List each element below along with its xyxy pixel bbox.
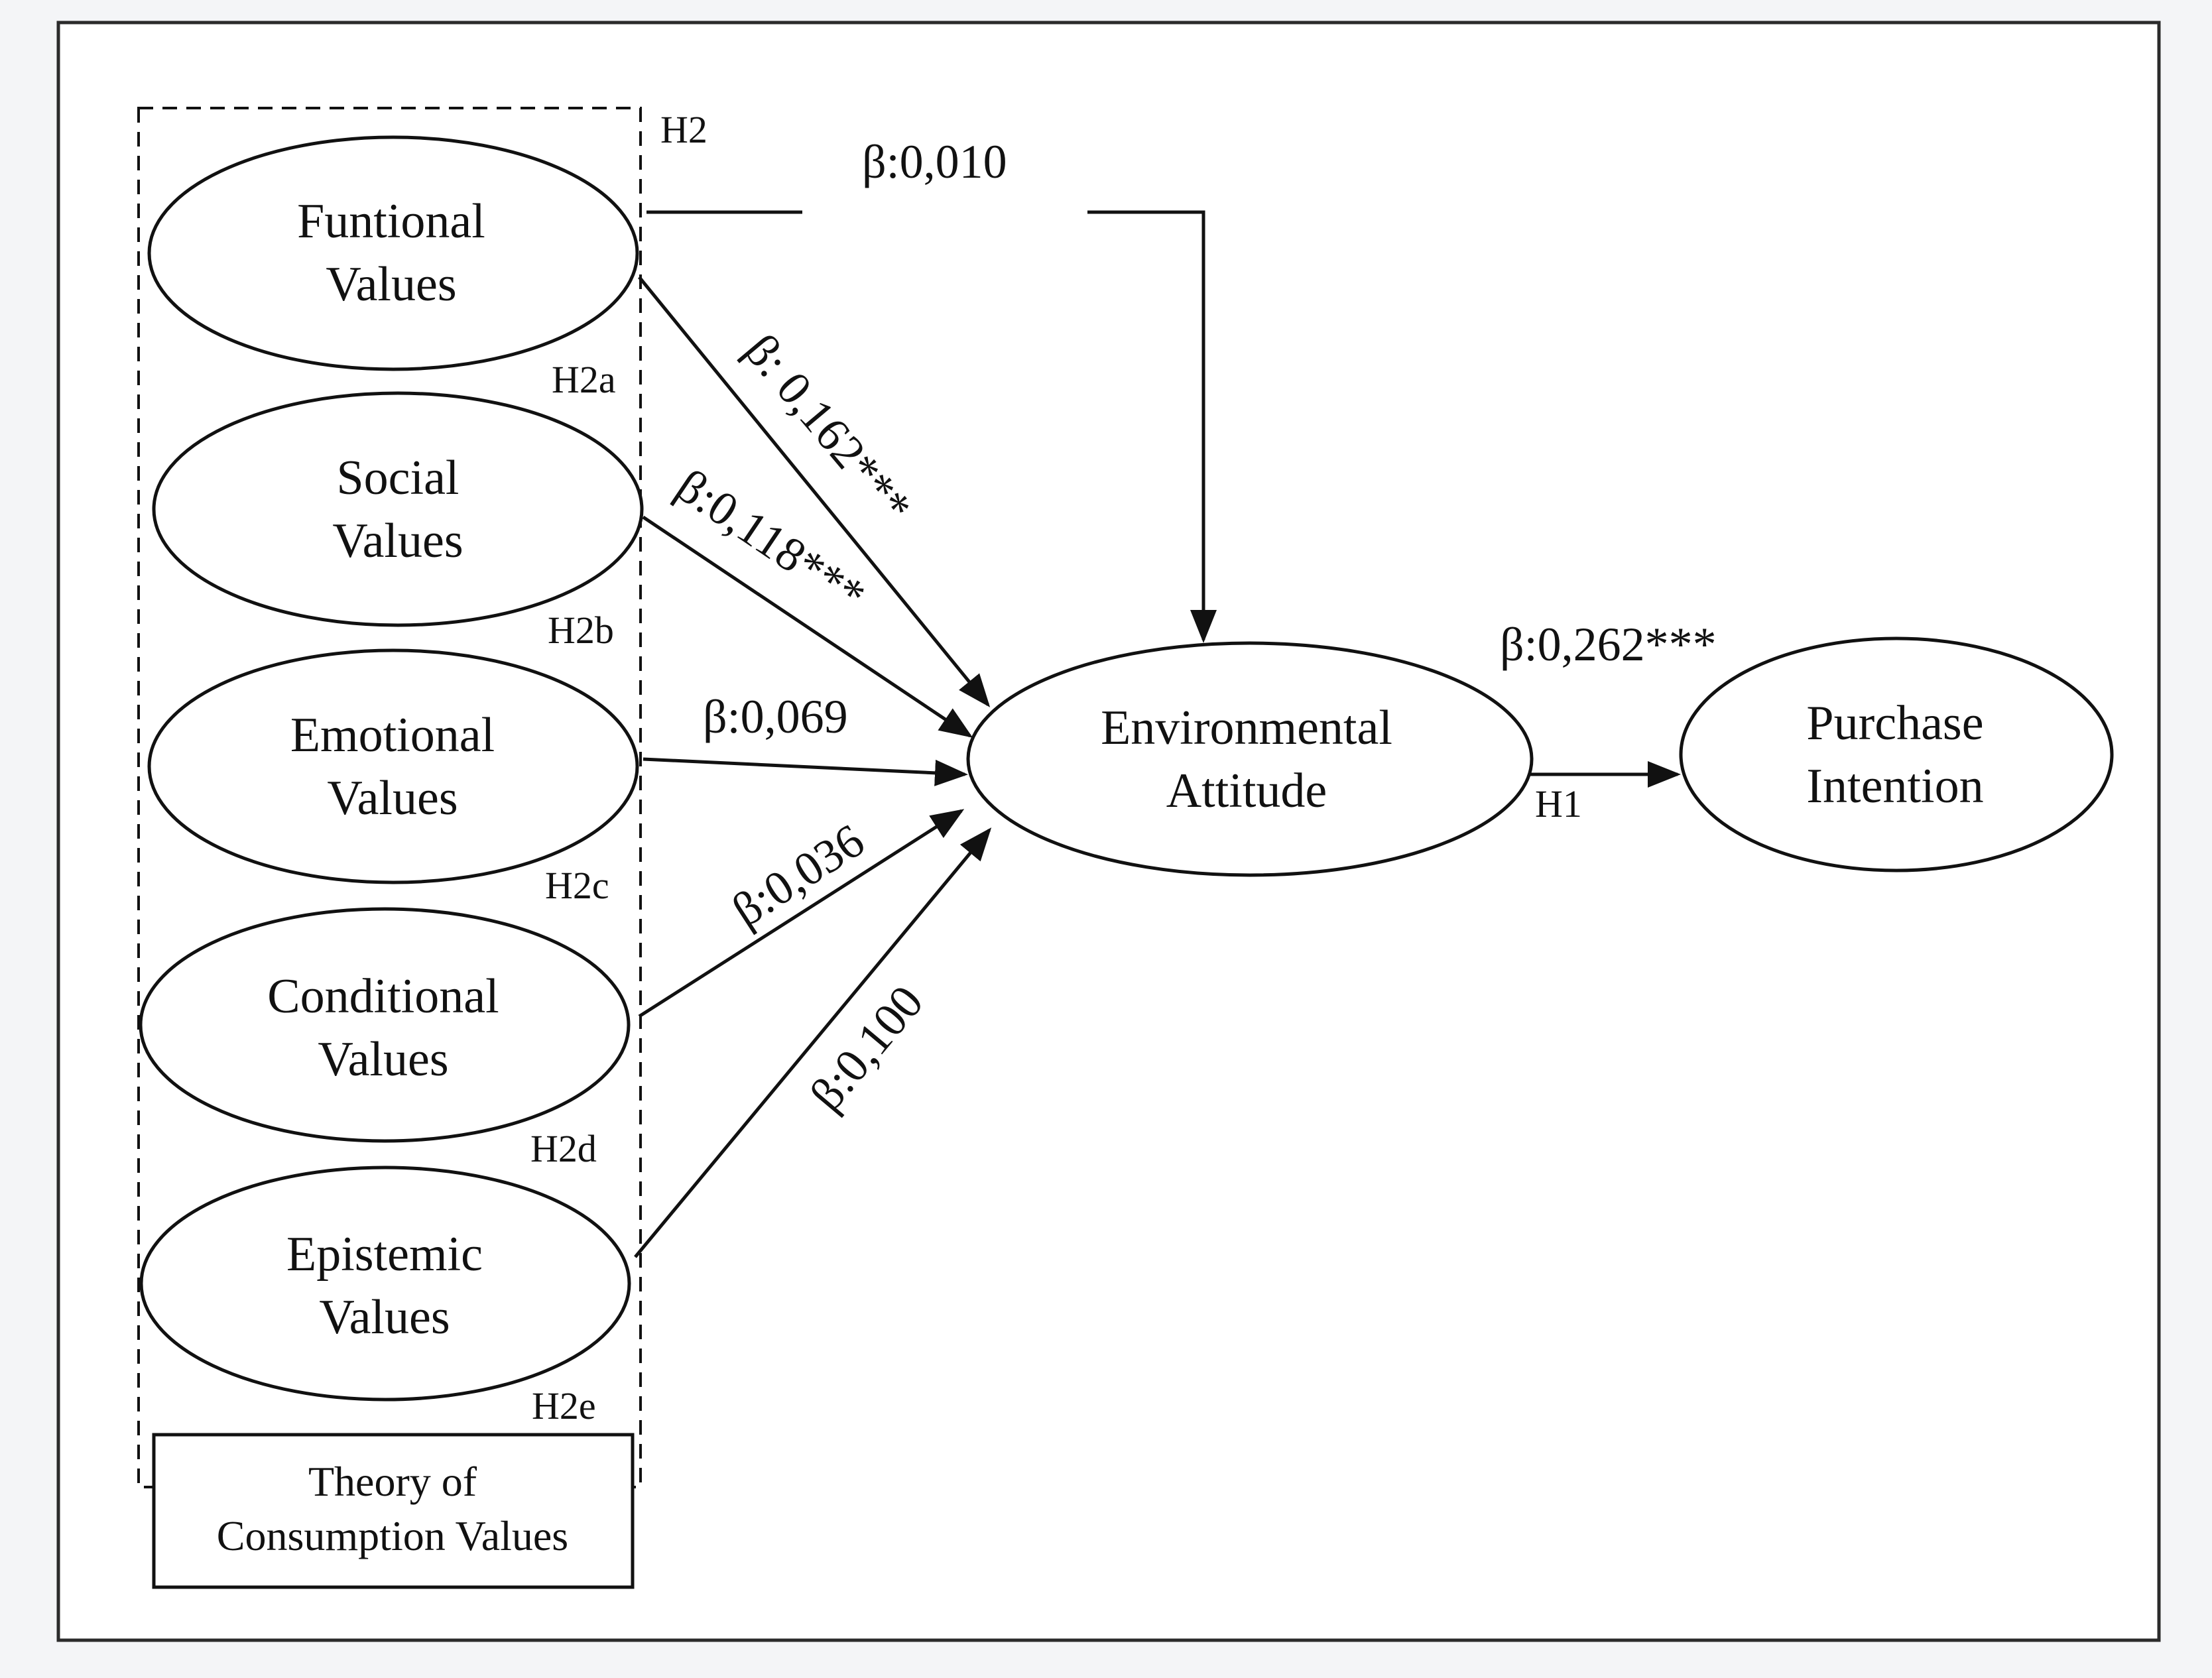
social-values-ellipse (152, 391, 644, 627)
epistemic-values-label-line2: Values (319, 1290, 450, 1345)
emotional-to-attitude-arrow (643, 757, 968, 786)
theory-box-label-line2: Consumption Values (217, 1512, 568, 1559)
conditional-values-ellipse (139, 907, 631, 1143)
hypothesis-h2e-label: H2e (532, 1384, 596, 1427)
beta-attitude-to-intention-label: β:0,262*** (1500, 618, 1717, 671)
hypothesis-h2d-label: H2d (530, 1127, 597, 1170)
hypothesis-h2c-label: H2c (545, 864, 609, 907)
functional-values-label-line1: Funtional (297, 194, 485, 249)
purchase-intention-label-line2: Intention (1806, 759, 1983, 813)
h2-overall-path-arrow (1087, 210, 1217, 643)
conditional-values-label-line2: Values (318, 1032, 448, 1087)
emotional-values-ellipse (147, 648, 639, 884)
hypothesis-h2-label: H2 (660, 108, 707, 151)
environmental-attitude-ellipse (966, 641, 1534, 877)
beta-overall-label: β:0,010 (862, 135, 1007, 188)
emotional-values-label-line2: Values (327, 771, 458, 825)
conditional-to-attitude-arrow (638, 809, 965, 1018)
social-values-label-line1: Social (337, 451, 460, 505)
hypothesis-h2b-label: H2b (548, 609, 614, 652)
emotional-values-label-line1: Emotional (290, 708, 495, 762)
epistemic-to-attitude-arrow (634, 827, 992, 1258)
purchase-intention-label-line1: Purchase (1806, 696, 1983, 750)
epistemic-values-label-line1: Epistemic (286, 1227, 483, 1282)
beta-emotional-label: β:0,069 (703, 690, 848, 743)
social-values-label-line2: Values (332, 514, 463, 568)
functional-to-attitude-arrow (638, 276, 991, 707)
hypothesis-h2a-label: H2a (552, 358, 616, 401)
hypothesis-h1-label: H1 (1535, 782, 1582, 825)
environmental-attitude-label-line1: Environmental (1101, 701, 1392, 755)
functional-values-label-line2: Values (326, 257, 456, 312)
functional-values-ellipse (147, 135, 639, 371)
environmental-attitude-label-line2: Attitude (1166, 764, 1327, 818)
theory-box (152, 1433, 635, 1589)
conditional-values-label-line1: Conditional (267, 969, 499, 1024)
social-to-attitude-arrow (642, 515, 973, 738)
theory-box-label-line1: Theory of (308, 1458, 477, 1505)
epistemic-values-ellipse (139, 1166, 631, 1402)
purchase-intention-ellipse (1679, 636, 2114, 872)
